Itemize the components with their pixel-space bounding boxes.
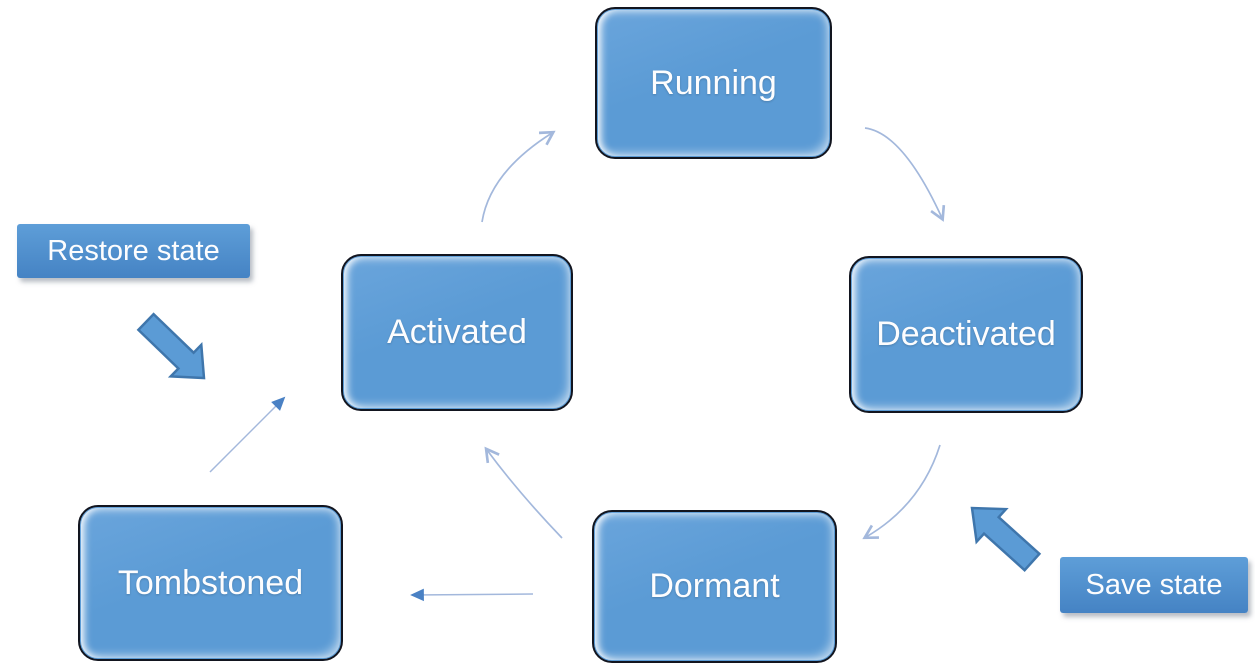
- state-node-running: Running: [595, 7, 832, 159]
- save-state-callout: Save state: [1060, 557, 1248, 613]
- restore-state-callout: Restore state: [17, 224, 250, 278]
- state-node-deactivated: Deactivated: [849, 256, 1083, 413]
- state-node-dormant: Dormant: [592, 510, 837, 663]
- state-label-activated: Activated: [387, 313, 527, 351]
- save-state-label: Save state: [1085, 568, 1223, 601]
- state-label-dormant: Dormant: [649, 567, 780, 605]
- state-node-tombstoned: Tombstoned: [78, 505, 343, 661]
- restore-state-block-arrow-icon: [136, 312, 206, 380]
- edge-tombstoned-to-activated-arrow: [209, 396, 286, 473]
- edge-dormant-to-tombstoned-arrow: [410, 588, 534, 602]
- state-label-deactivated: Deactivated: [876, 315, 1056, 353]
- state-node-activated: Activated: [341, 254, 573, 411]
- save-state-block-arrow-icon: [970, 506, 1042, 572]
- edge-running-to-deactivated-arrow: [864, 127, 946, 222]
- edge-activated-to-running-arrow: [481, 130, 556, 223]
- edge-deactivated-to-dormant-arrow: [862, 444, 941, 540]
- state-label-running: Running: [650, 63, 777, 102]
- state-label-tombstoned: Tombstoned: [117, 563, 304, 602]
- restore-state-label: Restore state: [47, 234, 220, 267]
- edge-dormant-to-activated-arrow: [484, 446, 563, 539]
